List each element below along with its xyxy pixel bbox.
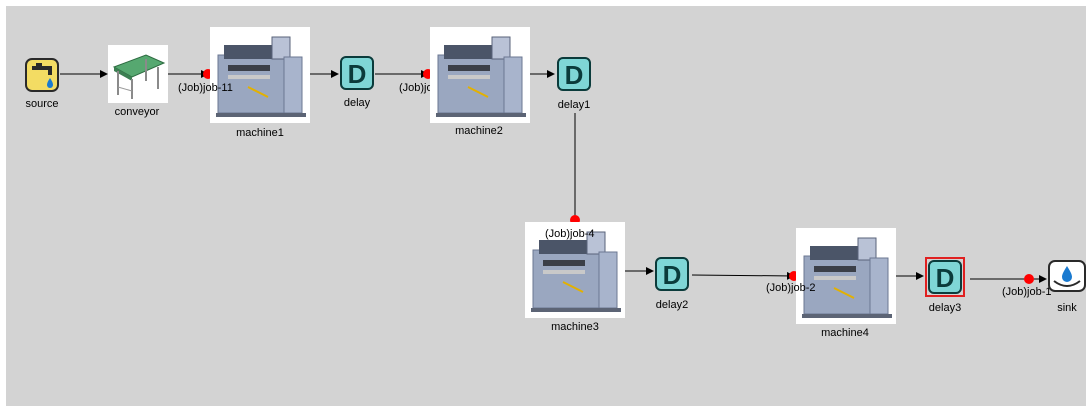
delay3-glyph: D [936, 263, 955, 293]
source-label: source [25, 98, 59, 110]
delay-node[interactable]: D [340, 56, 374, 90]
delay-icon: D [557, 57, 591, 91]
machine1-label: machine1 [236, 127, 284, 139]
delay2-glyph: D [663, 260, 682, 290]
machine4-node[interactable] [796, 228, 896, 324]
port-sink[interactable] [1024, 274, 1034, 284]
delay1-glyph: D [565, 60, 584, 90]
edge-delay2-machine4 [691, 271, 795, 280]
conveyor-node[interactable] [108, 45, 168, 103]
machine-icon [436, 36, 526, 117]
delay-icon: D [655, 257, 689, 291]
machine3-job-label: (Job)job-4 [545, 228, 595, 240]
machine2-label: machine2 [455, 125, 503, 137]
delay3-job-label: (Job)job-1 [1002, 286, 1052, 298]
source-node[interactable] [25, 58, 63, 96]
sink-label: sink [1057, 302, 1077, 314]
delay-label: delay [343, 97, 371, 109]
canvas-background [6, 6, 1086, 406]
conveyor-icon [112, 54, 166, 99]
conveyor-label: conveyor [114, 106, 160, 118]
machine4-label: machine4 [821, 327, 869, 339]
delay-icon: D [340, 56, 374, 90]
sink-node[interactable] [1048, 260, 1088, 296]
machine-icon [802, 237, 892, 318]
sink-icon [1048, 260, 1086, 292]
machine-icon [531, 231, 621, 312]
delay3-label: delay3 [928, 302, 962, 314]
delay-icon: D [928, 260, 962, 294]
machine3-node[interactable] [525, 222, 625, 318]
machine1-node[interactable] [210, 27, 310, 123]
machine-icon [216, 36, 306, 117]
delay1-label: delay1 [557, 99, 591, 111]
delay2-label: delay2 [655, 299, 689, 311]
delay3-node[interactable]: D [925, 257, 965, 297]
machine1-job-label: (Job)job-11 [178, 82, 233, 94]
delay-glyph: D [348, 59, 367, 89]
delay2-node[interactable]: D [655, 257, 689, 291]
machine4-job-label: (Job)job-2 [766, 282, 816, 294]
machine2-node[interactable] [430, 27, 530, 123]
machine3-label: machine3 [551, 321, 599, 333]
delay1-node[interactable]: D [557, 57, 591, 91]
faucet-icon [25, 58, 59, 92]
